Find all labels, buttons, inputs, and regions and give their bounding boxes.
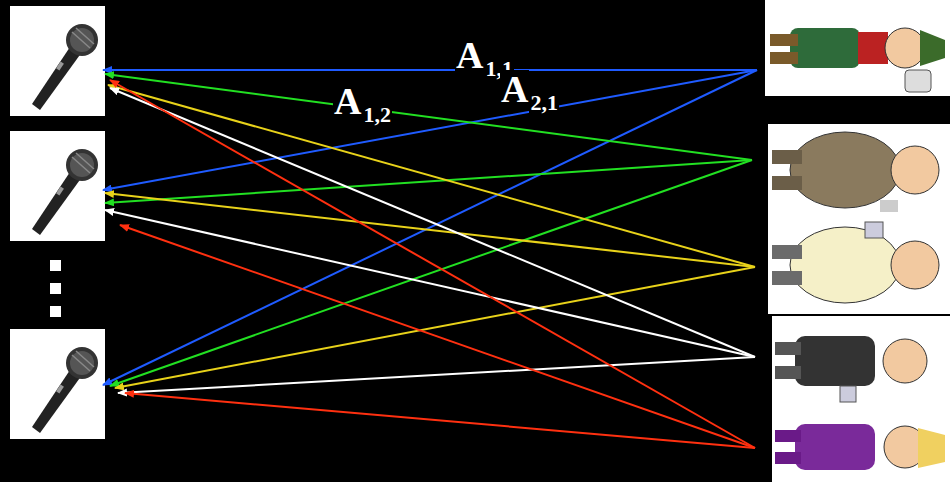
person-figure — [772, 316, 950, 410]
person-figure — [765, 0, 950, 96]
person-figure — [768, 216, 950, 314]
matrix-subscript: 1,2 — [362, 104, 392, 126]
microphone — [10, 6, 105, 116]
matrix-symbol: A — [455, 36, 484, 74]
matrix-symbol: A — [500, 70, 529, 108]
matrix-subscript: 2,1 — [529, 92, 559, 114]
person-figure — [768, 124, 950, 216]
microphone — [10, 329, 105, 439]
person-figure — [772, 410, 950, 482]
ellipsis-dots — [50, 260, 61, 317]
microphone — [10, 131, 105, 241]
mixing-lines — [103, 70, 757, 448]
matrix-symbol: A — [333, 82, 362, 120]
